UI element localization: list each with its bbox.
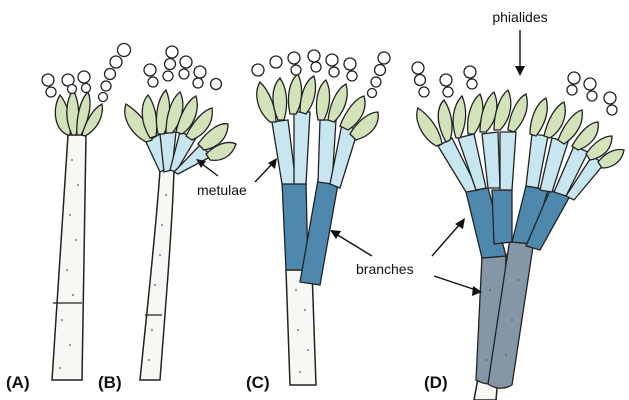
- branches-callout: branches: [330, 218, 482, 296]
- conidiophore-a: [42, 44, 131, 381]
- phialides-label: phialides: [492, 9, 547, 25]
- branches-arrow-to-d-lower: [434, 276, 476, 290]
- panel-label-c: (C): [246, 373, 270, 392]
- panel-label-d: (D): [424, 373, 448, 392]
- conidiophore-b: [125, 46, 236, 380]
- panel-label-a: (A): [6, 373, 30, 392]
- branches-label: branches: [356, 261, 414, 277]
- conidia-a: [42, 44, 131, 102]
- stipe-b: [140, 170, 174, 380]
- stipe-a: [52, 135, 86, 380]
- metulae-arrow-to-b: [202, 164, 218, 176]
- branches-arrow-to-c: [336, 234, 372, 256]
- branches-c: [282, 180, 338, 285]
- metulae-label: metulae: [197, 182, 247, 198]
- conidiophore-c: [252, 50, 390, 385]
- metulae-arrow-to-c: [255, 164, 272, 182]
- conidia-b: [144, 46, 222, 90]
- conidiophore-d: [412, 62, 624, 400]
- stipe-c: [286, 270, 316, 385]
- panel-label-b: (B): [98, 373, 122, 392]
- phialides-a: [55, 90, 102, 136]
- lower-branches-d: [476, 238, 534, 388]
- branches-arrow-to-d-upper: [432, 224, 460, 256]
- metulae-callout: metulae: [196, 158, 277, 198]
- phialides-callout: phialides: [492, 9, 547, 76]
